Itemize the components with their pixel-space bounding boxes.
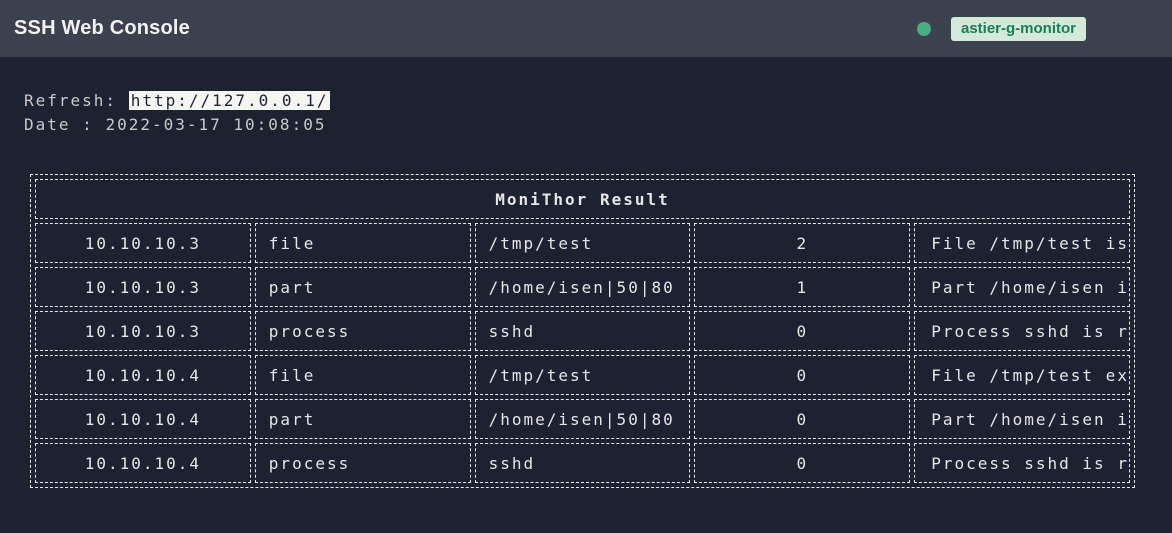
date-value: 2022-03-17 10:08:05 bbox=[105, 115, 327, 134]
cell-host: 10.10.10.3 bbox=[35, 223, 251, 263]
header-bar: SSH Web Console astier-g-monitor bbox=[0, 0, 1172, 57]
cell-check: part bbox=[254, 267, 471, 307]
cell-arg: /tmp/test bbox=[474, 355, 691, 395]
table-row: 10.10.10.4 part /home/isen|50|80 0 Part … bbox=[35, 399, 1130, 439]
cell-status: 0 bbox=[694, 311, 911, 351]
cell-check: process bbox=[254, 311, 471, 351]
cell-message: Part /home/isen is under 50% : 1 bbox=[914, 399, 1130, 439]
cell-arg: /home/isen|50|80 bbox=[474, 399, 691, 439]
cell-arg: /home/isen|50|80 bbox=[474, 267, 691, 307]
cell-check: process bbox=[254, 443, 471, 483]
refresh-label: Refresh: bbox=[24, 91, 118, 110]
monitor-table: MoniThor Result 10.10.10.3 file /tmp/tes… bbox=[30, 174, 1135, 488]
header-status-group: astier-g-monitor bbox=[916, 16, 1086, 41]
info-block: Refresh: http://127.0.0.1/ Date : 2022-0… bbox=[24, 89, 1172, 137]
cell-message: File /tmp/test exist bbox=[914, 355, 1130, 395]
cell-status: 1 bbox=[694, 267, 911, 307]
table-row: 10.10.10.4 process sshd 0 Process sshd i… bbox=[35, 443, 1130, 483]
cell-host: 10.10.10.4 bbox=[35, 355, 251, 395]
table-title: MoniThor Result bbox=[35, 179, 1130, 219]
table-row: 10.10.10.3 process sshd 0 Process sshd i… bbox=[35, 311, 1130, 351]
table-row: 10.10.10.4 file /tmp/test 0 File /tmp/te… bbox=[35, 355, 1130, 395]
cell-check: file bbox=[254, 355, 471, 395]
host-badge[interactable]: astier-g-monitor bbox=[950, 16, 1086, 41]
monitor-table-body: MoniThor Result 10.10.10.3 file /tmp/tes… bbox=[35, 179, 1130, 483]
cell-check: part bbox=[254, 399, 471, 439]
cell-host: 10.10.10.3 bbox=[35, 267, 251, 307]
status-dot-icon bbox=[916, 21, 931, 36]
app-title: SSH Web Console bbox=[14, 17, 190, 39]
cell-host: 10.10.10.4 bbox=[35, 399, 251, 439]
table-title-row: MoniThor Result bbox=[35, 179, 1130, 219]
cell-arg: /tmp/test bbox=[474, 223, 691, 263]
cell-arg: sshd bbox=[474, 443, 691, 483]
refresh-link[interactable]: http://127.0.0.1/ bbox=[128, 91, 331, 110]
refresh-line: Refresh: http://127.0.0.1/ bbox=[24, 89, 1172, 113]
table-row: 10.10.10.3 part /home/isen|50|80 1 Part … bbox=[35, 267, 1130, 307]
cell-host: 10.10.10.4 bbox=[35, 443, 251, 483]
cell-host: 10.10.10.3 bbox=[35, 311, 251, 351]
date-line: Date : 2022-03-17 10:08:05 bbox=[24, 113, 1172, 137]
date-label: Date : bbox=[24, 115, 94, 134]
cell-check: file bbox=[254, 223, 471, 263]
cell-message: Process sshd is running bbox=[914, 311, 1130, 351]
cell-message: Process sshd is running bbox=[914, 443, 1130, 483]
cell-arg: sshd bbox=[474, 311, 691, 351]
cell-status: 0 bbox=[694, 399, 911, 439]
cell-status: 0 bbox=[694, 443, 911, 483]
cell-status: 2 bbox=[694, 223, 911, 263]
cell-message: File /tmp/test is NOT present bbox=[914, 223, 1130, 263]
cell-status: 0 bbox=[694, 355, 911, 395]
cell-message: Part /home/isen is between 50% and 80% :… bbox=[914, 267, 1130, 307]
table-row: 10.10.10.3 file /tmp/test 2 File /tmp/te… bbox=[35, 223, 1130, 263]
